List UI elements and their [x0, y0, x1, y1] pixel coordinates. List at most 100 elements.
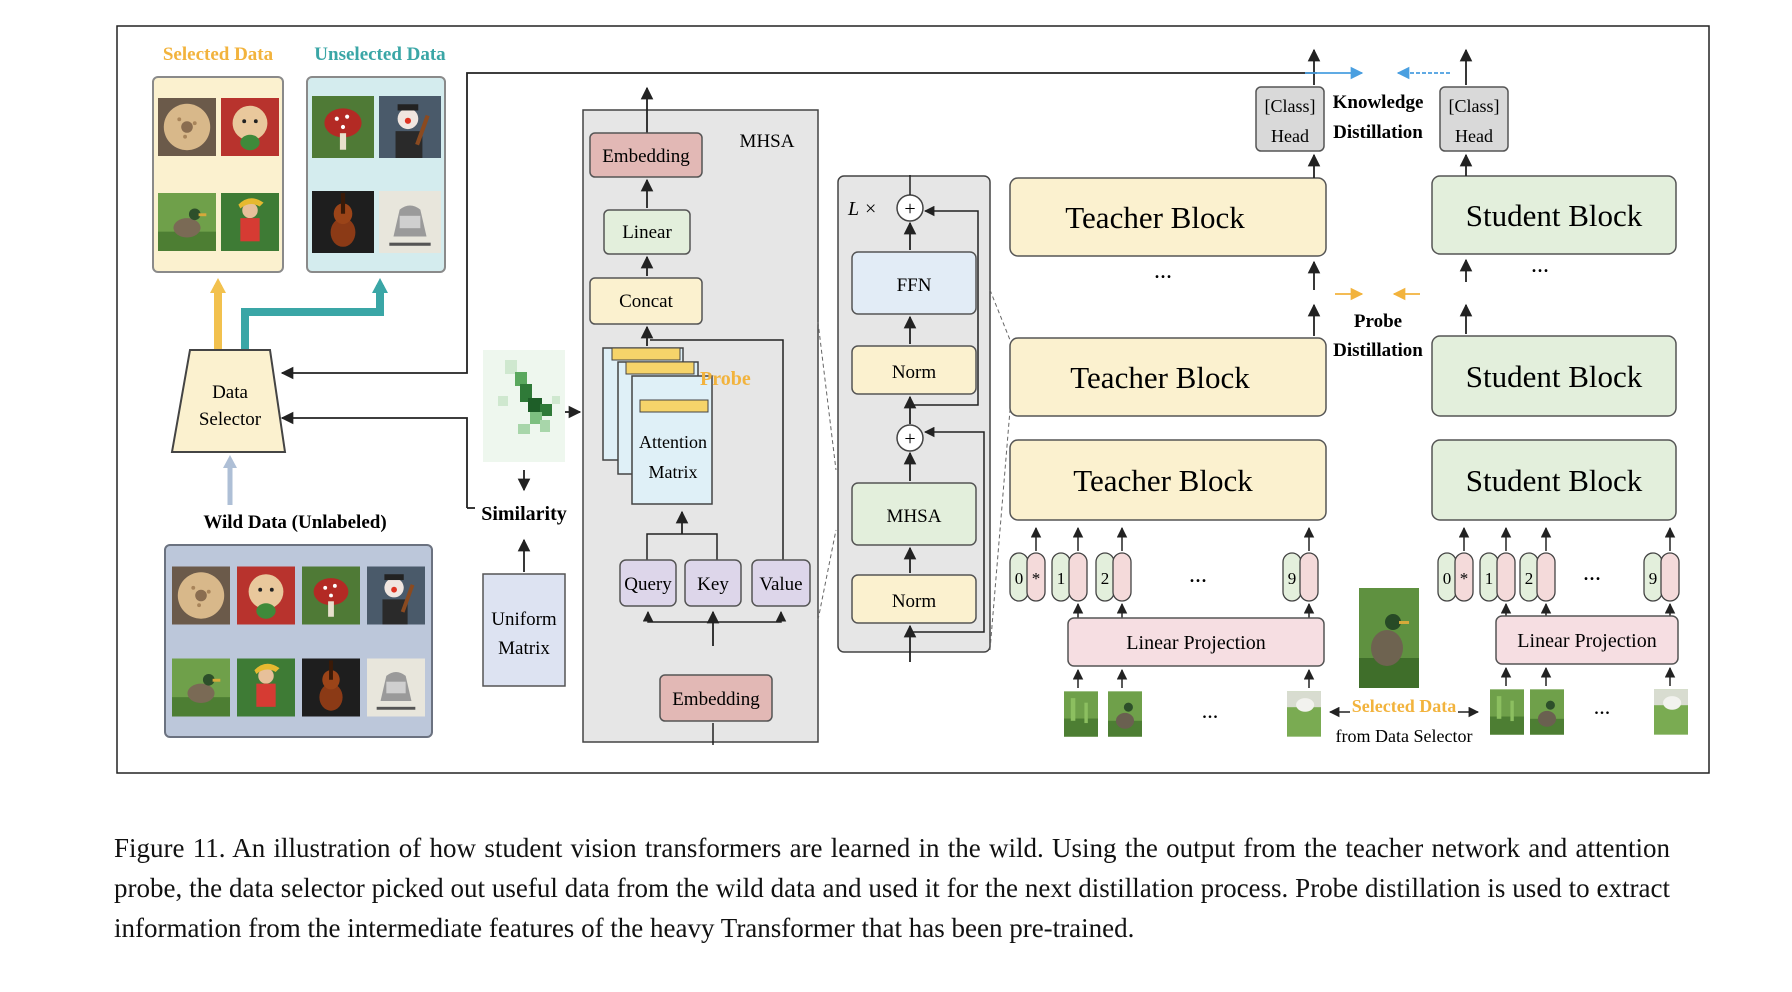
attention-matrix-label-2: Matrix — [649, 462, 698, 482]
embedding-top-label: Embedding — [602, 146, 690, 167]
uniform-matrix-label-2: Matrix — [498, 638, 550, 659]
teacher-patch-ellipsis: ... — [1202, 698, 1219, 723]
figure-diagram: Selected Data Unselected Data Data Selec… — [116, 25, 1710, 774]
data-selector-label-2: Selector — [199, 409, 262, 430]
attention-heatmap — [483, 350, 565, 462]
selected-data-title: Selected Data — [163, 44, 274, 65]
teacher-class-head-label-1: [Class] — [1265, 96, 1316, 116]
key-label: Key — [697, 574, 729, 595]
svg-text:+: + — [904, 198, 915, 220]
embedding-bottom-box — [659, 674, 773, 722]
student-block-bottom-label: Student Block — [1466, 463, 1643, 498]
bagel-photo — [158, 98, 216, 156]
student-patch-ellipsis: ... — [1594, 694, 1611, 719]
residual-add-bottom-icon — [896, 424, 924, 452]
attention-matrix-label-1: Attention — [639, 432, 707, 452]
student-linear-projection — [1495, 615, 1679, 665]
svg-text:1: 1 — [1057, 569, 1066, 588]
key-box — [684, 559, 742, 607]
linear-label: Linear — [622, 222, 672, 243]
teacher-ellipsis: ... — [1154, 258, 1172, 284]
mhsa-module-title: MHSA — [740, 131, 795, 152]
student-block-top-label: Student Block — [1466, 198, 1643, 233]
teacher-class-head-label-2: Head — [1271, 126, 1309, 146]
student-ellipsis: ... — [1531, 252, 1549, 278]
plush-toy-photo — [221, 98, 279, 156]
mhsa-inner-label: MHSA — [887, 506, 942, 527]
unselected-data-title: Unselected Data — [314, 44, 446, 65]
norm-lower-label: Norm — [892, 591, 937, 612]
svg-text:*: * — [1460, 569, 1469, 588]
norm-upper-label: Norm — [892, 362, 937, 383]
student-input-patches — [1490, 689, 1688, 735]
teacher-block-top-label: Teacher Block — [1065, 200, 1245, 235]
violin-photo — [312, 191, 374, 253]
value-label: Value — [759, 574, 802, 595]
similarity-label: Similarity — [481, 503, 567, 525]
teacher-block-top — [1009, 177, 1327, 257]
svg-text:0: 0 — [1015, 569, 1024, 588]
selected-from-selector-label-1: Selected Data — [1352, 696, 1456, 716]
svg-text:*: * — [1032, 569, 1041, 588]
student-class-head-label-1: [Class] — [1449, 96, 1500, 116]
student-token-ellipsis: ... — [1583, 560, 1601, 586]
wild-data-panel — [164, 544, 433, 738]
figure-caption: Figure 11. An illustration of how studen… — [114, 833, 1670, 943]
probe-distillation-label-1: Probe — [1354, 311, 1402, 332]
teacher-token-ellipsis: ... — [1189, 562, 1207, 588]
query-box — [619, 559, 677, 607]
teacher-tokens: 0 * 1 2 9 — [1009, 552, 1319, 602]
unselected-arrow — [241, 285, 384, 350]
teacher-output-to-selector-line — [280, 72, 1317, 380]
similarity-to-selector-line — [280, 411, 468, 508]
ffn-box — [851, 251, 977, 315]
svg-text:2: 2 — [1101, 569, 1110, 588]
probe-label: Probe — [700, 368, 751, 390]
knowledge-distillation-label-2: Distillation — [1333, 122, 1423, 143]
child-photo — [221, 193, 279, 251]
student-tokens: 0 * 1 2 9 — [1437, 552, 1680, 602]
embedding-top-box — [589, 132, 703, 178]
uniform-matrix-box — [482, 573, 566, 687]
teacher-block-middle-label: Teacher Block — [1070, 360, 1250, 395]
student-linear-projection-label: Linear Projection — [1517, 630, 1656, 652]
teacher-input-patches — [1064, 691, 1321, 737]
norm-upper-box — [851, 345, 977, 395]
value-box — [751, 559, 811, 607]
query-label: Query — [624, 574, 672, 595]
layer-repeat-label: L × — [847, 198, 877, 220]
teacher-block-bottom-label: Teacher Block — [1073, 463, 1253, 498]
mechanism-photo — [379, 191, 441, 253]
data-selector-label-1: Data — [212, 382, 248, 403]
svg-text:9: 9 — [1288, 569, 1297, 588]
wild-data-title: Wild Data (Unlabeled) — [203, 512, 386, 533]
data-selector — [170, 349, 287, 453]
student-block-middle-label: Student Block — [1466, 359, 1643, 394]
teacher-linear-projection — [1067, 617, 1325, 667]
norm-lower-box — [851, 574, 977, 624]
student-class-head-box — [1439, 86, 1509, 152]
clown-photo — [379, 96, 441, 158]
mushroom-photo — [312, 96, 374, 158]
uniform-matrix-label-1: Uniform — [491, 609, 557, 630]
student-block-middle — [1431, 335, 1677, 417]
knowledge-distillation-label-1: Knowledge — [1333, 92, 1424, 113]
figure-frame — [116, 25, 1710, 774]
student-block-top — [1431, 175, 1677, 255]
duck-photo — [158, 193, 216, 251]
svg-text:1: 1 — [1485, 569, 1494, 588]
attention-matrix-stack — [602, 347, 713, 505]
unselected-data-panel — [306, 76, 446, 273]
concat-box — [589, 277, 703, 325]
ffn-label: FFN — [897, 275, 932, 296]
teacher-linear-projection-label: Linear Projection — [1126, 632, 1265, 654]
linear-box — [603, 209, 691, 255]
svg-text:+: + — [904, 428, 915, 450]
teacher-block-middle — [1009, 337, 1327, 417]
selected-data-panel — [152, 76, 284, 273]
teacher-block-bottom — [1009, 439, 1327, 521]
svg-text:9: 9 — [1649, 569, 1658, 588]
student-block-bottom — [1431, 439, 1677, 521]
concat-label: Concat — [619, 291, 674, 312]
selected-duck-photo — [1359, 588, 1419, 688]
